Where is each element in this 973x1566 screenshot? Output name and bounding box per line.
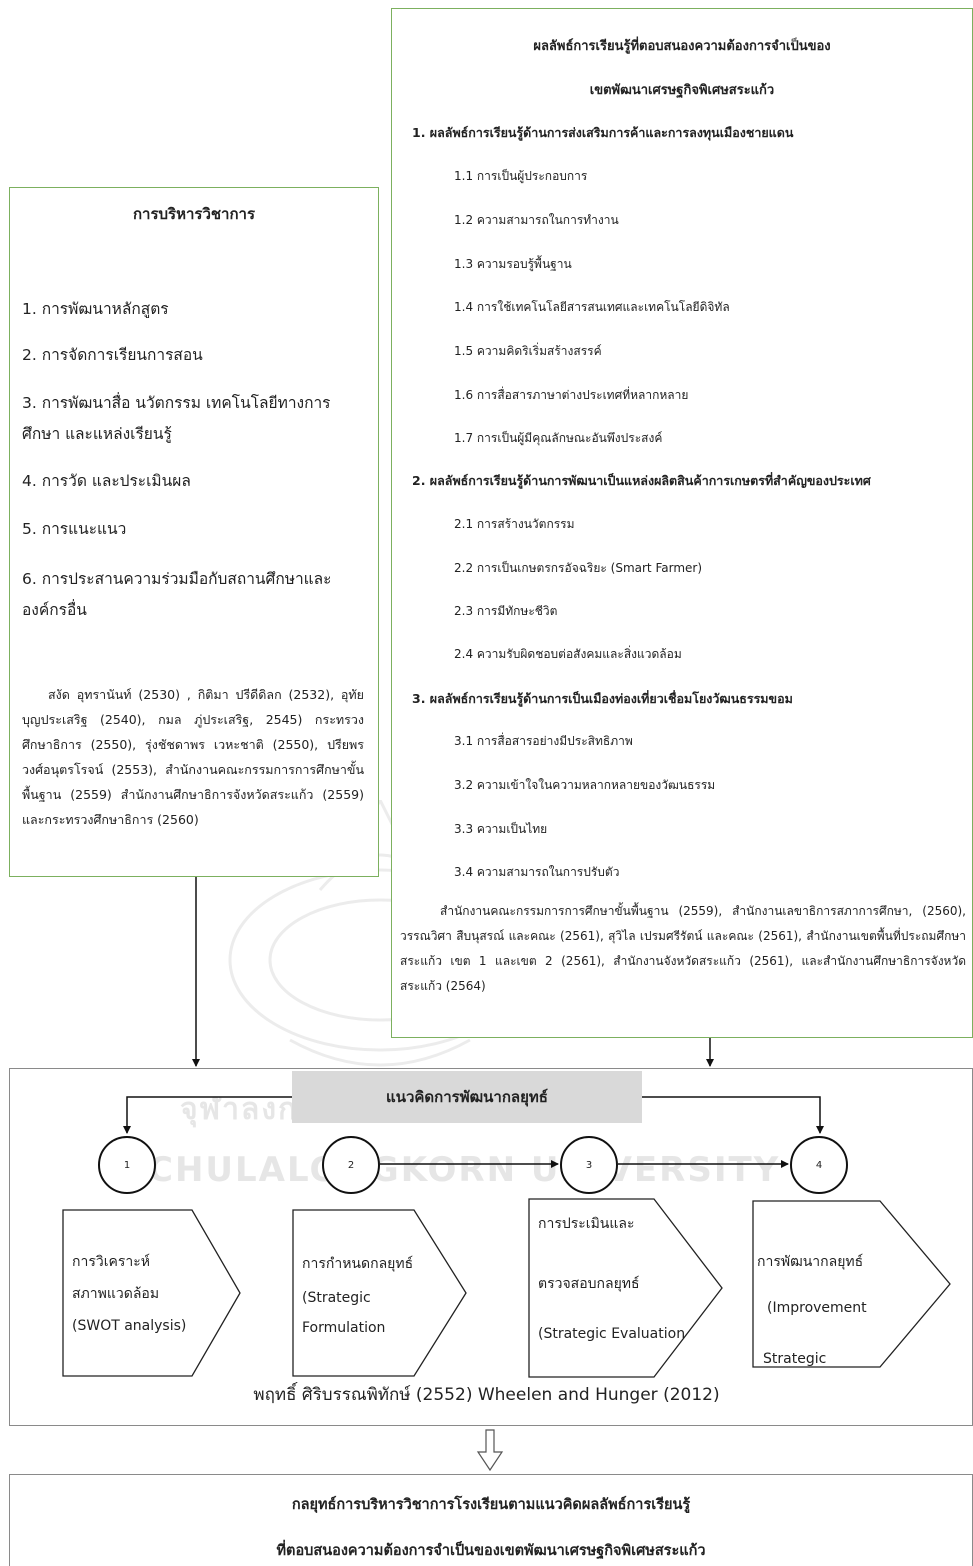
outcome-item: 3.4 ความสามารถในการปรับตัว bbox=[454, 865, 620, 879]
step-4-line: (Improvement bbox=[767, 1300, 867, 1316]
step-3-circle: 3 bbox=[560, 1136, 618, 1194]
step-4-circle: 4 bbox=[790, 1136, 848, 1194]
step-1-shape bbox=[62, 1209, 241, 1377]
academic-admin-box: การบริหารวิชาการ 1. การพัฒนาหลักสูตร 2. … bbox=[9, 187, 379, 877]
step-2-line: การกำหนดกลยุทธ์ bbox=[302, 1256, 414, 1272]
academic-admin-item: 3. การพัฒนาสื่อ นวัตกรรม เทคโนโลยีทางการ… bbox=[22, 394, 331, 443]
outcome-item: 1.4 การใช้เทคโนโลยีสารสนเทศและเทคโนโลยีด… bbox=[454, 300, 730, 314]
learning-outcomes-box: ผลลัพธ์การเรียนรู้ที่ตอบสนองความต้องการจ… bbox=[391, 8, 973, 1038]
step-4-line: การพัฒนากลยุทธ์ bbox=[757, 1254, 864, 1270]
hollow-down-arrow bbox=[476, 1429, 504, 1472]
outcome-item: 1.1 การเป็นผู้ประกอบการ bbox=[454, 169, 588, 183]
step-1-line: (SWOT analysis) bbox=[72, 1318, 187, 1334]
step-2-circle: 2 bbox=[322, 1136, 380, 1194]
step-2-line: (Strategic bbox=[302, 1290, 371, 1306]
outcome-item: 1.5 ความคิดริเริ่มสร้างสรรค์ bbox=[454, 344, 602, 358]
outcome-item: 1.7 การเป็นผู้มีคุณลักษณะอันพึงประสงค์ bbox=[454, 431, 663, 445]
outcome-item: 2.2 การเป็นเกษตรกรอัจฉริยะ (Smart Farmer… bbox=[454, 561, 703, 575]
strategy-concept-caption: พฤทธิ์ ศิริบรรณพิทักษ์ (2552) Wheelen an… bbox=[253, 1385, 720, 1405]
section-heading: 3. ผลลัพธ์การเรียนรู้ด้านการเป็นเมืองท่อ… bbox=[412, 691, 793, 706]
outcome-item: 1.3 ความรอบรู้พื้นฐาน bbox=[454, 257, 572, 271]
step-2-shape bbox=[292, 1209, 467, 1377]
outcome-item: 2.3 การมีทักษะชีวิต bbox=[454, 604, 558, 618]
outcome-item: 1.6 การสื่อสารภาษาต่างประเทศที่หลากหลาย bbox=[454, 388, 689, 402]
learning-outcomes-title-2: เขตพัฒนาเศรษฐกิจพิเศษสระแก้ว bbox=[589, 83, 775, 98]
watermark-english: CHULALONGKORN UNIVERSITY bbox=[148, 1150, 781, 1190]
outcome-item: 2.1 การสร้างนวัตกรรม bbox=[454, 517, 575, 531]
step-4-shape bbox=[752, 1200, 951, 1368]
academic-admin-item: 4. การวัด และประเมินผล bbox=[22, 472, 191, 490]
outcome-item: 3.1 การสื่อสารอย่างมีประสิทธิภาพ bbox=[454, 734, 633, 748]
result-line-2: ที่ตอบสนองความต้องการจำเป็นของเขตพัฒนาเศ… bbox=[276, 1543, 706, 1559]
academic-admin-item: 5. การแนะแนว bbox=[22, 520, 127, 538]
outcome-item: 3.3 ความเป็นไทย bbox=[454, 822, 548, 836]
academic-admin-references: สงัด อุทรานันท์ (2530) , กิติมา ปรีดีดิล… bbox=[22, 687, 364, 827]
academic-admin-item: 2. การจัดการเรียนการสอน bbox=[22, 346, 203, 364]
step-1-line: การวิเคราะห์ bbox=[72, 1254, 150, 1270]
step-3-line: การประเมินและ bbox=[538, 1216, 635, 1232]
section-heading: 2. ผลลัพธ์การเรียนรู้ด้านการพัฒนาเป็นแหล… bbox=[412, 473, 871, 488]
arrow-to-step-1 bbox=[123, 1096, 292, 1134]
section-heading: 1. ผลลัพธ์การเรียนรู้ด้านการส่งเสริมการค… bbox=[412, 125, 794, 140]
academic-admin-item: 6. การประสานความร่วมมือกับสถานศึกษาและอง… bbox=[22, 570, 332, 619]
step-1-line: สภาพแวดล้อม bbox=[72, 1286, 160, 1302]
outcome-item: 1.2 ความสามารถในการทำงาน bbox=[454, 213, 619, 227]
step-3-line: ตรวจสอบกลยุทธ์ bbox=[538, 1276, 640, 1292]
strategy-concept-title: แนวคิดการพัฒนากลยุทธ์ bbox=[292, 1071, 642, 1123]
result-box: กลยุทธ์การบริหารวิชาการโรงเรียนตามแนวคิด… bbox=[9, 1474, 973, 1566]
outcome-item: 2.4 ความรับผิดชอบต่อสังคมและสิ่งแวดล้อม bbox=[454, 647, 682, 661]
step-3-shape bbox=[528, 1198, 723, 1378]
academic-admin-item: 1. การพัฒนาหลักสูตร bbox=[22, 300, 169, 318]
academic-admin-title: การบริหารวิชาการ bbox=[132, 205, 256, 223]
step-4-line: Strategic bbox=[763, 1351, 827, 1367]
step-2-line: Formulation bbox=[302, 1320, 386, 1336]
step-1-circle: 1 bbox=[98, 1136, 156, 1194]
outcome-item: 3.2 ความเข้าใจในความหลากหลายของวัฒนธรรม bbox=[454, 778, 716, 792]
learning-outcomes-references: สำนักงานคณะกรรมการการศึกษาขั้นพื้นฐาน (2… bbox=[400, 904, 966, 993]
step-3-line: (Strategic Evaluation bbox=[538, 1326, 686, 1342]
learning-outcomes-title-1: ผลลัพธ์การเรียนรู้ที่ตอบสนองความต้องการจ… bbox=[533, 39, 831, 54]
result-line-1: กลยุทธ์การบริหารวิชาการโรงเรียนตามแนวคิด… bbox=[291, 1497, 691, 1513]
arrow-to-step-4 bbox=[642, 1096, 824, 1134]
